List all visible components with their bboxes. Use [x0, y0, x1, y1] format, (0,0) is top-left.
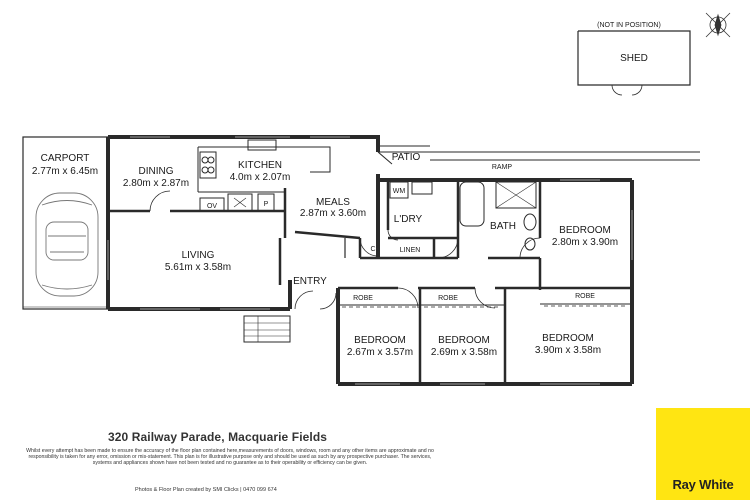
ray-white-logo: Ray White — [656, 408, 750, 500]
pantry-label: P — [264, 201, 269, 208]
patio-label: PATIO — [392, 152, 421, 163]
bedroom-east-dim: 2.80m x 3.90m — [552, 237, 618, 248]
bedroom-east-label: BEDROOM — [559, 225, 611, 236]
bedroom-3-dim: 3.90m x 3.58m — [535, 345, 601, 356]
laundry-label: L'DRY — [394, 214, 423, 225]
living-label: LIVING — [182, 250, 215, 261]
robe-label-2: ROBE — [438, 295, 458, 302]
dining-dim: 2.80m x 2.87m — [123, 178, 189, 189]
ramp-label: RAMP — [492, 164, 513, 171]
bedroom-2-label: BEDROOM — [438, 335, 490, 346]
brand-name: Ray White — [672, 477, 734, 492]
living-dim: 5.61m x 3.58m — [165, 262, 231, 273]
shed-note: (NOT IN POSITION) — [597, 22, 661, 29]
linen-label: LINEN — [400, 247, 421, 254]
robe-label-1: ROBE — [353, 295, 373, 302]
dining-label: DINING — [139, 166, 174, 177]
shed-label: SHED — [620, 53, 648, 64]
bedroom-1-dim: 2.67m x 3.57m — [347, 347, 413, 358]
bedroom-2-dim: 2.69m x 3.58m — [431, 347, 497, 358]
carport-dim: 2.77m x 6.45m — [32, 166, 98, 177]
bedroom-1-label: BEDROOM — [354, 335, 406, 346]
disclaimer-text: Whilst every attempt has been made to en… — [26, 448, 434, 467]
entry-label: ENTRY — [293, 276, 327, 287]
oven-label: OV — [207, 203, 217, 210]
kitchen-dim: 4.0m x 2.07m — [230, 172, 291, 183]
car-icon — [35, 192, 99, 297]
bath-label: BATH — [490, 221, 516, 232]
photo-credit: Photos & Floor Plan created by SMI Click… — [135, 487, 277, 493]
bedroom-3-label: BEDROOM — [542, 333, 594, 344]
cupboard-label: C — [370, 246, 375, 253]
property-address: 320 Railway Parade, Macquarie Fields — [108, 430, 328, 444]
kitchen-label: KITCHEN — [238, 160, 282, 171]
wm-label: WM — [393, 188, 406, 195]
meals-label: MEALS — [316, 197, 350, 208]
meals-dim: 2.87m x 3.60m — [300, 208, 366, 219]
compass-rose-icon — [705, 12, 731, 38]
robe-label-3: ROBE — [575, 293, 595, 300]
carport-label: CARPORT — [41, 153, 90, 164]
